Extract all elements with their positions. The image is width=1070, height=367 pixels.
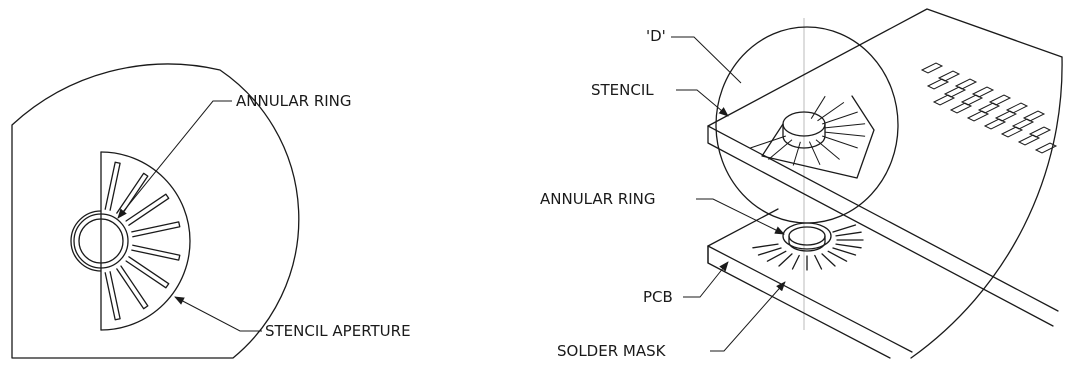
fine-pitch-aperture xyxy=(1000,126,1024,138)
aperture-spoke-3d xyxy=(750,135,786,149)
aperture-spokes-3d xyxy=(750,95,866,166)
aperture-slot xyxy=(104,161,121,211)
aperture-slot xyxy=(131,244,181,261)
aperture-slot xyxy=(131,221,181,238)
left-view: ANNULAR RING STENCIL APERTURE xyxy=(11,63,411,359)
pcb-label: PCB xyxy=(643,288,673,306)
annular-ring-pad xyxy=(752,222,864,271)
aperture-spoke-3d xyxy=(792,141,801,166)
annular-ring-leader xyxy=(117,100,232,219)
aperture-spoke-3d xyxy=(808,141,821,166)
solder-mask-ray xyxy=(766,250,787,262)
aperture-spokes xyxy=(104,161,181,321)
solder-mask-ray xyxy=(827,250,848,262)
fine-pitch-apertures xyxy=(920,62,1058,154)
stencil-label: STENCIL xyxy=(591,81,654,99)
annular-ring-leader-right xyxy=(696,198,785,235)
aperture-spoke-3d xyxy=(824,123,866,129)
solder-mask-ray xyxy=(814,254,823,270)
detail-d-label: 'D' xyxy=(646,27,666,45)
fine-pitch-aperture xyxy=(1017,134,1041,146)
solder-mask-rays xyxy=(752,224,864,271)
right-annular-ring-label: ANNULAR RING xyxy=(540,190,656,208)
solder-mask-ray xyxy=(821,253,836,267)
aperture-slot xyxy=(125,193,170,226)
aperture-slot xyxy=(104,271,121,321)
solder-mask-ray xyxy=(752,243,779,249)
stencil-aperture-label: STENCIL APERTURE xyxy=(265,322,411,340)
detail-boundary-right xyxy=(910,56,1063,359)
right-view: 'D' STENCIL ANNULAR RING PCB SOLDER MASK xyxy=(540,8,1063,360)
detail-leader xyxy=(671,36,742,84)
fine-pitch-aperture xyxy=(926,78,950,90)
solder-mask-ray xyxy=(778,253,793,267)
solder-mask-label: SOLDER MASK xyxy=(557,342,667,360)
stencil-aperture xyxy=(100,151,191,331)
fine-pitch-aperture xyxy=(949,102,973,114)
solder-mask-ray xyxy=(791,254,800,270)
aperture-spoke-3d xyxy=(817,101,845,122)
fine-pitch-aperture xyxy=(966,110,990,122)
solder-mask-ray xyxy=(835,231,862,237)
aperture-slot xyxy=(116,172,149,217)
solder-mask-ray xyxy=(757,247,782,256)
aperture-slot xyxy=(116,265,149,310)
aperture-spoke-3d xyxy=(815,139,840,160)
fine-pitch-aperture xyxy=(932,94,956,106)
pcb-board xyxy=(707,208,913,359)
solder-mask-ray xyxy=(835,243,862,249)
solder-mask-ray xyxy=(832,247,857,256)
stencil-leader xyxy=(676,89,729,117)
aperture-spoke-3d xyxy=(822,135,858,149)
fine-pitch-aperture xyxy=(983,118,1007,130)
solder-mask-leader xyxy=(710,281,786,352)
solder-mask-ray xyxy=(832,224,857,233)
left-annular-ring-label: ANNULAR RING xyxy=(236,92,352,110)
aperture-spoke-3d xyxy=(768,139,793,160)
fine-pitch-aperture xyxy=(1034,142,1058,154)
fine-pitch-aperture xyxy=(920,62,944,74)
stencil-plate xyxy=(707,8,1063,327)
aperture-spoke-3d xyxy=(822,111,858,125)
detail-boundary xyxy=(11,63,300,359)
annular-ring xyxy=(70,210,129,272)
aperture-spoke-3d xyxy=(824,131,866,137)
aperture-slot xyxy=(125,256,170,289)
stencil-aperture-leader xyxy=(174,296,262,332)
aperture-spoke-3d xyxy=(810,95,826,119)
pcb-leader xyxy=(683,261,729,298)
stencil-aperture-3d xyxy=(750,95,875,179)
